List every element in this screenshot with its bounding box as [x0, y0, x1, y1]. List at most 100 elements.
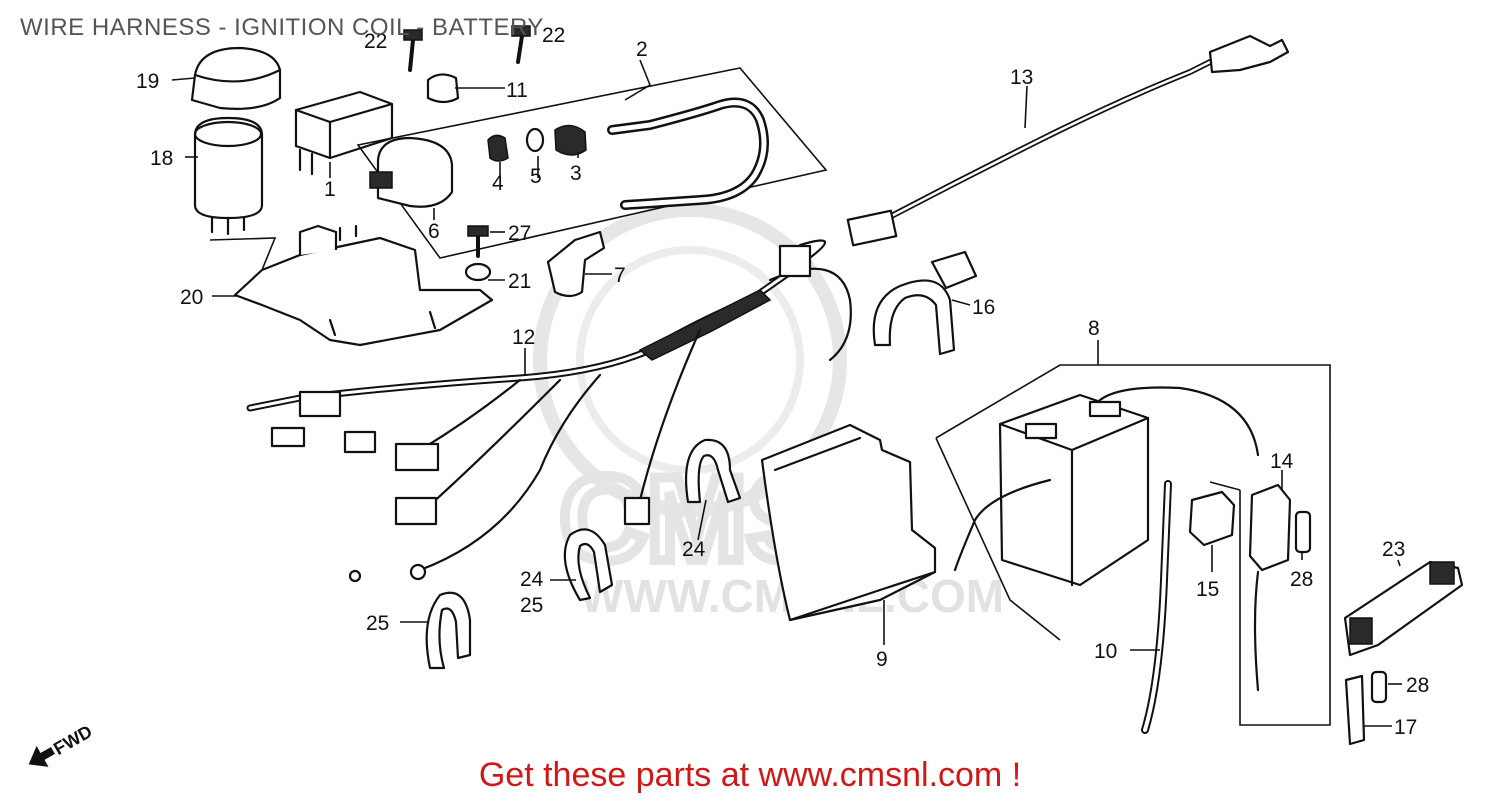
bracket-tabs [328, 310, 437, 337]
battery-cable-side [953, 478, 1052, 572]
callout-3: 3 [570, 162, 582, 185]
part-28-fuse-lower[interactable] [1370, 670, 1388, 704]
screw-head [511, 25, 531, 37]
callout-10: 10 [1094, 640, 1117, 663]
callout-21: 21 [508, 270, 531, 293]
cdi-body [294, 90, 394, 160]
part-9-battery-cover[interactable] [760, 423, 937, 622]
callout-22-right: 22 [542, 24, 565, 47]
harness-branch-4 [638, 328, 702, 502]
coil-terminal [369, 171, 393, 189]
part-17-holder[interactable] [1344, 674, 1366, 746]
part-24-clamp-upper[interactable] [684, 438, 742, 504]
cable-inner [878, 60, 1212, 224]
part-10-breather-tube[interactable] [1141, 480, 1172, 734]
plate-end-right [1429, 561, 1455, 585]
callout-13: 13 [1010, 66, 1033, 89]
battery-edges [998, 416, 1150, 587]
harness-sleeve [638, 289, 772, 361]
callout-4: 4 [492, 172, 504, 195]
callout-19: 19 [136, 70, 159, 93]
cable-terminals [1208, 34, 1290, 74]
callout-11: 11 [506, 79, 528, 102]
harness-connector-3 [343, 430, 377, 454]
callout-12: 12 [512, 326, 535, 349]
part-13-cable[interactable] [846, 34, 1290, 247]
part-24-25-clamp[interactable] [563, 528, 614, 602]
washer-ring [525, 127, 545, 153]
callout-8: 8 [1088, 317, 1100, 340]
part-28-fuse-upper[interactable] [1294, 510, 1312, 554]
holder-body [1344, 674, 1366, 746]
part-18-condenser[interactable] [193, 116, 264, 236]
condenser-body [193, 116, 264, 220]
part-8-battery[interactable] [953, 386, 1260, 587]
part-16-strap[interactable] [872, 250, 978, 356]
harness-connector-1 [298, 390, 342, 418]
clip-shape [426, 73, 460, 104]
bracket-body [233, 236, 494, 347]
cap-shape [554, 124, 587, 156]
harness-connector-5 [394, 496, 438, 526]
bolt-head [467, 225, 489, 237]
clamp-shape [425, 591, 472, 670]
bracket-link-line [209, 237, 277, 271]
coil-studs [338, 224, 358, 242]
part-12-wire-harness[interactable] [246, 239, 852, 583]
callout-7: 7 [614, 264, 626, 287]
page-title: WIRE HARNESS - IGNITION COIL - BATTERY [20, 14, 544, 41]
plug-cap-body [546, 230, 606, 298]
callout-6: 6 [428, 220, 440, 243]
callout-17: 17 [1394, 716, 1417, 739]
cdi-terminals [298, 148, 314, 176]
part-11-clip[interactable] [426, 73, 460, 104]
part-25-clamp[interactable] [425, 591, 472, 670]
screw-shaft [516, 34, 524, 64]
cover-body [190, 46, 282, 110]
battery-terminal [1024, 422, 1058, 440]
callout-22-left: 22 [364, 30, 387, 53]
part-6-ignition-coil[interactable] [369, 136, 454, 208]
plate-end-left [1349, 617, 1373, 645]
clamp-shape [563, 528, 614, 602]
screw-head [403, 29, 423, 41]
part-14-fuse[interactable] [1248, 483, 1292, 692]
fuse-body [1248, 483, 1292, 572]
boot-shape [487, 134, 509, 162]
tube-inner [1143, 482, 1170, 732]
strap-shape [872, 279, 956, 356]
battery-case [998, 393, 1150, 587]
callout-28-upper: 28 [1290, 568, 1313, 591]
callout-24-upper: 24 [682, 538, 706, 561]
part-7-plug-cap[interactable] [546, 230, 606, 298]
cta-link[interactable]: Get these parts at www.cmsnl.com ! [478, 756, 1022, 794]
fuse-cartridge [1370, 670, 1388, 704]
fuse-cartridge [1294, 510, 1312, 554]
callout-24-lower: 24 [520, 568, 544, 591]
part-27-bolt[interactable] [467, 225, 489, 258]
part-2-high-tension-cord[interactable] [607, 97, 769, 210]
part-22-screw-right[interactable] [511, 25, 531, 64]
screw-shaft [408, 38, 415, 72]
leader-lines [171, 59, 1402, 727]
harness-ring-terminal [409, 563, 427, 581]
part-19-cover[interactable] [190, 46, 282, 110]
harness-connector-2 [270, 426, 306, 448]
part-3-cap[interactable] [554, 124, 587, 156]
cover-edges [773, 436, 937, 622]
part-22-screw-left[interactable] [403, 29, 423, 72]
watermark-ring [533, 203, 847, 517]
part-21-grommet[interactable] [464, 262, 492, 282]
part-23-plate[interactable] [1343, 560, 1464, 657]
part-4-boot[interactable] [487, 134, 509, 162]
callout-25-middle: 25 [520, 594, 543, 617]
part-15-fuse-holder[interactable] [1188, 490, 1236, 547]
part-5-washer[interactable] [525, 127, 545, 153]
part-1-cdi-unit[interactable] [294, 90, 394, 176]
condenser-pins [210, 216, 246, 236]
coil-housing [376, 136, 454, 208]
part-20-coil-bracket[interactable] [209, 224, 494, 347]
harness-branch-3 [418, 373, 602, 572]
